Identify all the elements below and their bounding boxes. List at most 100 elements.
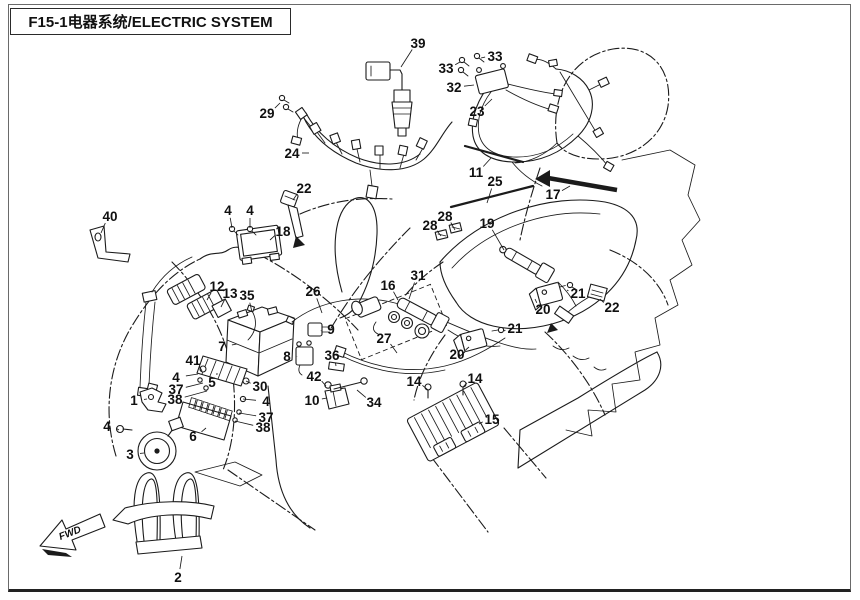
part-label-21: 21 [507,321,523,336]
leader-line-20 [534,298,538,303]
part-label-41: 41 [185,353,201,368]
ignition-switch-kit-16 [344,283,448,361]
part-label-30: 30 [252,379,267,394]
leader-line-33 [454,61,461,66]
ignition-coil-32 [474,63,563,114]
leader-line-38 [184,390,208,398]
relay-9 [307,322,329,337]
part-label-18: 18 [275,224,291,239]
leader-line-10 [321,397,328,400]
part-label-26: 26 [305,284,321,299]
leader-line-28 [450,222,456,231]
part-label-14: 14 [467,371,483,386]
harness-27 [333,337,506,374]
leader-line-41 [198,365,203,372]
harness-24 [290,106,453,200]
clips-28 [434,222,463,241]
leader-line-37 [238,412,257,417]
leader-line-39 [400,49,413,68]
part-label-27: 27 [376,331,391,346]
ecu-18 [235,224,283,265]
leader-line-33 [480,56,486,59]
leader-line-31 [408,282,415,300]
leader-line-14 [422,384,429,391]
starter-relay-8 [295,340,314,376]
part-label-14: 14 [406,374,422,389]
leader-line-40 [100,222,106,234]
part-label-31: 31 [410,268,426,283]
part-label-23: 23 [469,104,485,119]
part-label-16: 16 [380,278,396,293]
part-label-4: 4 [103,419,111,434]
screw-21-mid [491,326,505,334]
part-label-4: 4 [172,370,180,385]
sensor-22-left [280,189,305,248]
part-label-35: 35 [239,288,255,303]
leader-line-4 [185,373,199,377]
leader-line-7 [231,343,238,346]
leader-line-30 [245,380,251,384]
horn-3 [137,416,184,471]
screws-29 [278,94,294,113]
bracket-1 [139,387,167,413]
bracket-40 [89,225,131,263]
leader-line-16 [393,291,399,301]
spark-plug-cap-31 [396,297,501,347]
harness-23 [467,53,615,187]
page-border [8,4,851,592]
part-label-4: 4 [262,394,270,409]
leader-line-27 [390,343,398,354]
screws-33 [457,52,485,77]
leader-line-19 [491,229,505,251]
part-label-3: 3 [126,447,134,462]
part-label-37: 37 [258,410,273,425]
part-label-38: 38 [255,420,271,435]
part-label-22: 22 [604,300,619,315]
leader-line-13 [220,299,225,308]
part-label-28: 28 [422,218,438,233]
spark-plug-cap-19 [499,245,577,307]
part-label-34: 34 [366,395,382,410]
part-label-19: 19 [479,216,494,231]
leader-line-11 [482,157,492,167]
leader-line-4 [242,398,257,401]
leader-line-4 [229,217,233,229]
leader-line-42 [321,380,327,387]
part-label-20: 20 [535,302,550,317]
part-label-32: 32 [446,80,461,95]
leader-line-36 [334,362,337,367]
connector-12-13 [166,273,232,320]
cable-34 [333,377,368,390]
body-outline [108,47,701,533]
leader-line-23 [484,98,493,107]
part-label-42: 42 [306,369,321,384]
leader-line-21 [566,289,569,292]
part-label-4: 4 [224,203,232,218]
part-label-38: 38 [167,392,183,407]
leader-line-14 [462,382,468,388]
arrow-rod-17 [535,170,618,193]
connector-22-right [547,283,608,333]
leader-line-22 [292,193,298,201]
part-label-13: 13 [222,286,238,301]
part-label-1: 1 [130,393,138,408]
leader-line-15 [478,421,483,425]
part-label-39: 39 [410,36,425,51]
part-label-28: 28 [437,209,453,224]
fuse-box-6 [175,395,247,441]
part-label-40: 40 [102,209,117,224]
leader-line-17 [561,185,571,191]
part-label-9: 9 [327,322,335,337]
leader-line-38 [234,420,254,426]
regulator-15 [406,380,500,462]
battery-strap-2 [112,472,215,555]
part-label-33: 33 [438,61,454,76]
part-label-37: 37 [168,382,183,397]
part-label-20: 20 [449,347,464,362]
part-label-17: 17 [545,187,560,202]
part-label-29: 29 [259,106,274,121]
part-label-8: 8 [283,349,291,364]
leader-line-12 [206,292,212,301]
